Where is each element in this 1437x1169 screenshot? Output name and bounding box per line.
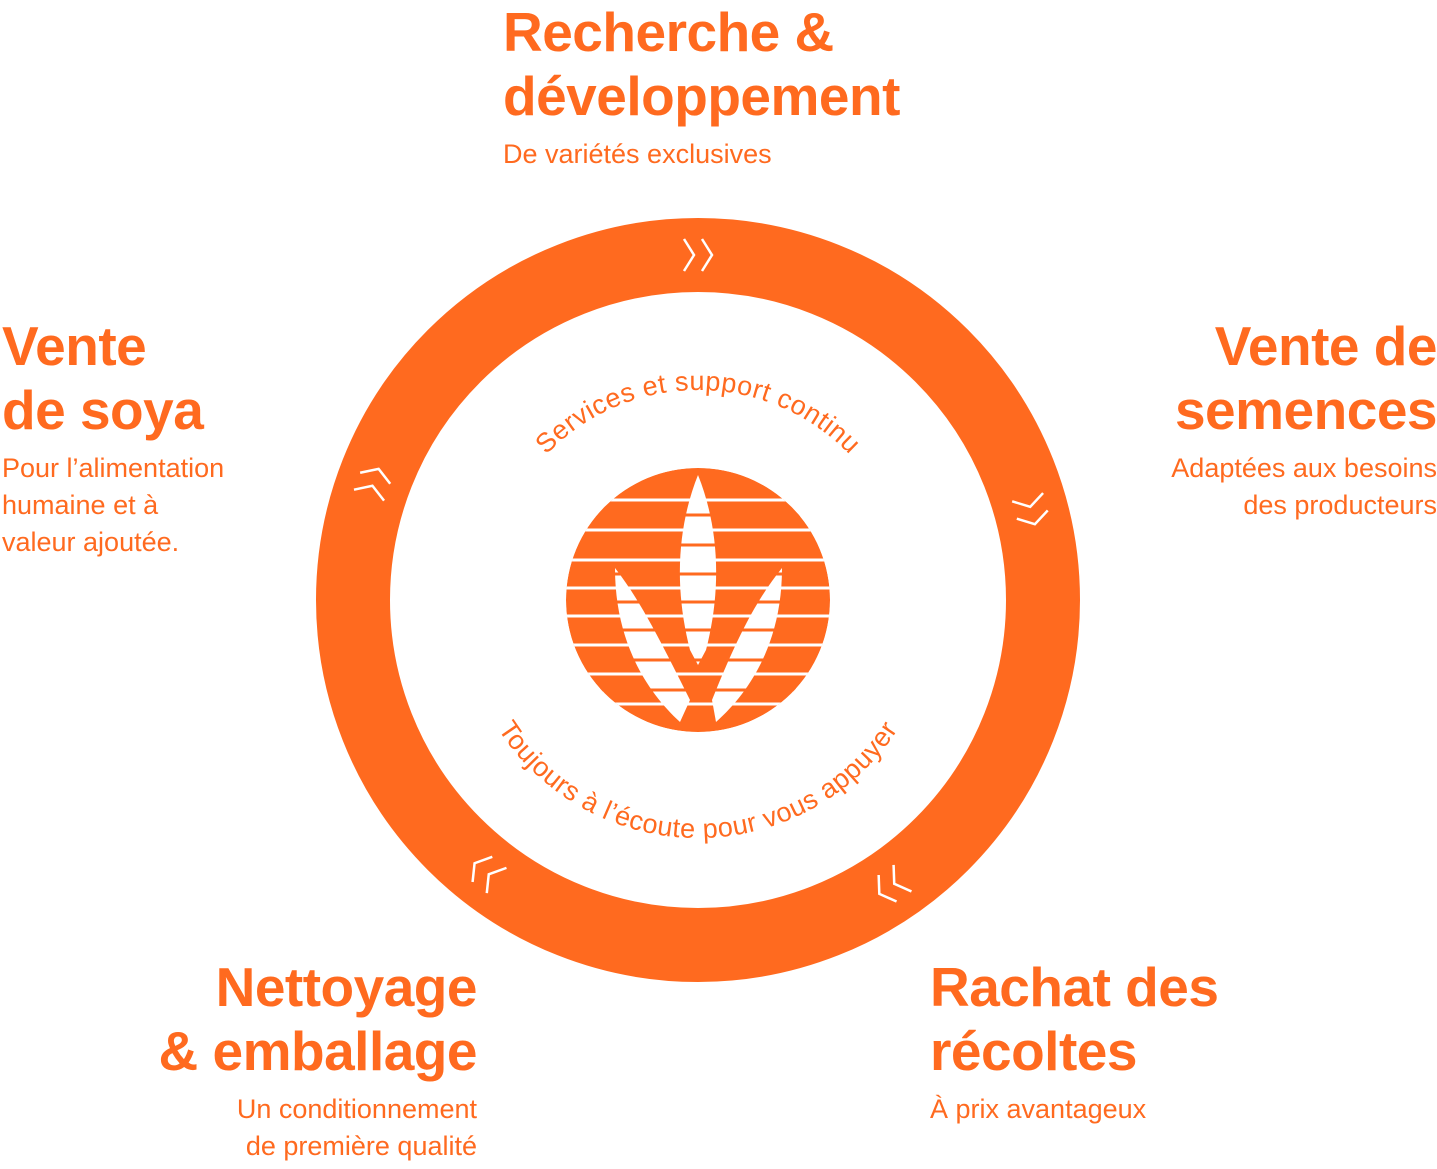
- subtitle-line: Pour l’alimentation: [2, 453, 225, 483]
- stage-subtitle: Pour l’alimentation humaine et à valeur aj…: [2, 450, 224, 561]
- bottom-arc-text: Toujours à l’écoute pour vous appuyer: [493, 715, 903, 844]
- stage-research-development: Recherche &développement De variétés exc…: [503, 0, 900, 173]
- title-line: de soya: [2, 379, 204, 441]
- title-line: Nettoyage: [215, 956, 478, 1018]
- stage-subtitle: À prix avantageux: [930, 1091, 1218, 1128]
- stage-cleaning-packaging: Nettoyage& emballage Un conditionnement d…: [158, 955, 477, 1165]
- title-line: semences: [1174, 379, 1437, 441]
- subtitle-line: humaine et à: [2, 490, 159, 520]
- title-line: Vente: [2, 315, 147, 377]
- subtitle-line: À prix avantageux: [930, 1094, 1147, 1124]
- soy-leaf-logo-icon: [566, 468, 830, 732]
- title-line: & emballage: [158, 1020, 477, 1082]
- cycle-ring: [316, 218, 1080, 982]
- stage-title: Recherche &développement: [503, 0, 900, 128]
- stage-subtitle: Adaptées aux besoins des producteurs: [1171, 450, 1437, 524]
- stage-subtitle: Un conditionnement de première qualité: [158, 1091, 477, 1165]
- title-line: Vente de: [1214, 315, 1437, 377]
- direction-chevron-icon: [353, 467, 392, 502]
- subtitle-line: Un conditionnement: [236, 1094, 477, 1124]
- stage-subtitle: De variétés exclusives: [503, 136, 900, 173]
- subtitle-line: de première qualité: [245, 1131, 477, 1161]
- title-line: récoltes: [930, 1020, 1137, 1082]
- subtitle-line: des producteurs: [1243, 490, 1437, 520]
- direction-chevron-icon: [1011, 492, 1049, 526]
- subtitle-line: valeur ajoutée.: [2, 527, 180, 557]
- subtitle-line: De variétés exclusives: [503, 139, 772, 169]
- subtitle-line: Adaptées aux besoins: [1171, 453, 1437, 483]
- direction-chevron-icon: [682, 238, 714, 272]
- top-arc-text: Services et support continu: [529, 366, 866, 459]
- title-line: développement: [503, 65, 900, 127]
- direction-chevron-icon: [877, 864, 912, 903]
- direction-chevron-icon: [471, 855, 507, 894]
- title-line: Rachat des: [930, 956, 1219, 1018]
- title-line: Recherche &: [503, 1, 834, 63]
- stage-title: Nettoyage& emballage: [158, 955, 477, 1083]
